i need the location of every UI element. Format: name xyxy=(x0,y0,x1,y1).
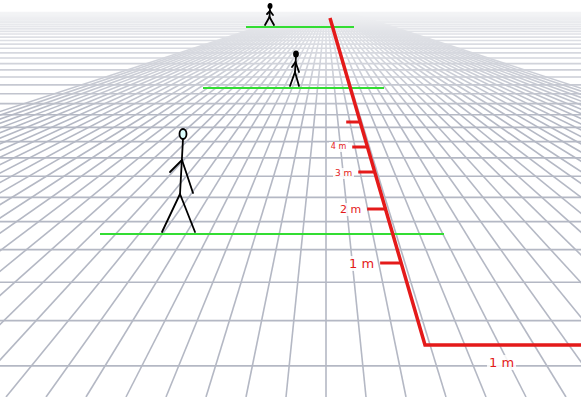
stick-figure xyxy=(162,129,195,232)
ruler-tick xyxy=(358,171,375,174)
distance-lines xyxy=(100,27,444,234)
ruler-tick xyxy=(346,121,360,124)
stick-figure xyxy=(265,4,274,25)
dimension-label: 3 m xyxy=(333,168,354,179)
dimension-label: 1 m xyxy=(487,355,516,370)
green-line xyxy=(246,26,354,28)
stick-figures xyxy=(162,4,299,232)
dimension-label: 1 m xyxy=(347,256,376,271)
ruler-line xyxy=(330,18,581,345)
stick-figure xyxy=(290,51,299,86)
green-line xyxy=(203,87,384,89)
red-ruler xyxy=(330,18,581,345)
ruler-tick xyxy=(367,208,385,211)
dimension-label: 4 m xyxy=(329,142,348,152)
ruler-tick xyxy=(380,262,401,265)
ruler-tick xyxy=(352,146,367,149)
dimension-label: 2 m xyxy=(338,203,363,216)
